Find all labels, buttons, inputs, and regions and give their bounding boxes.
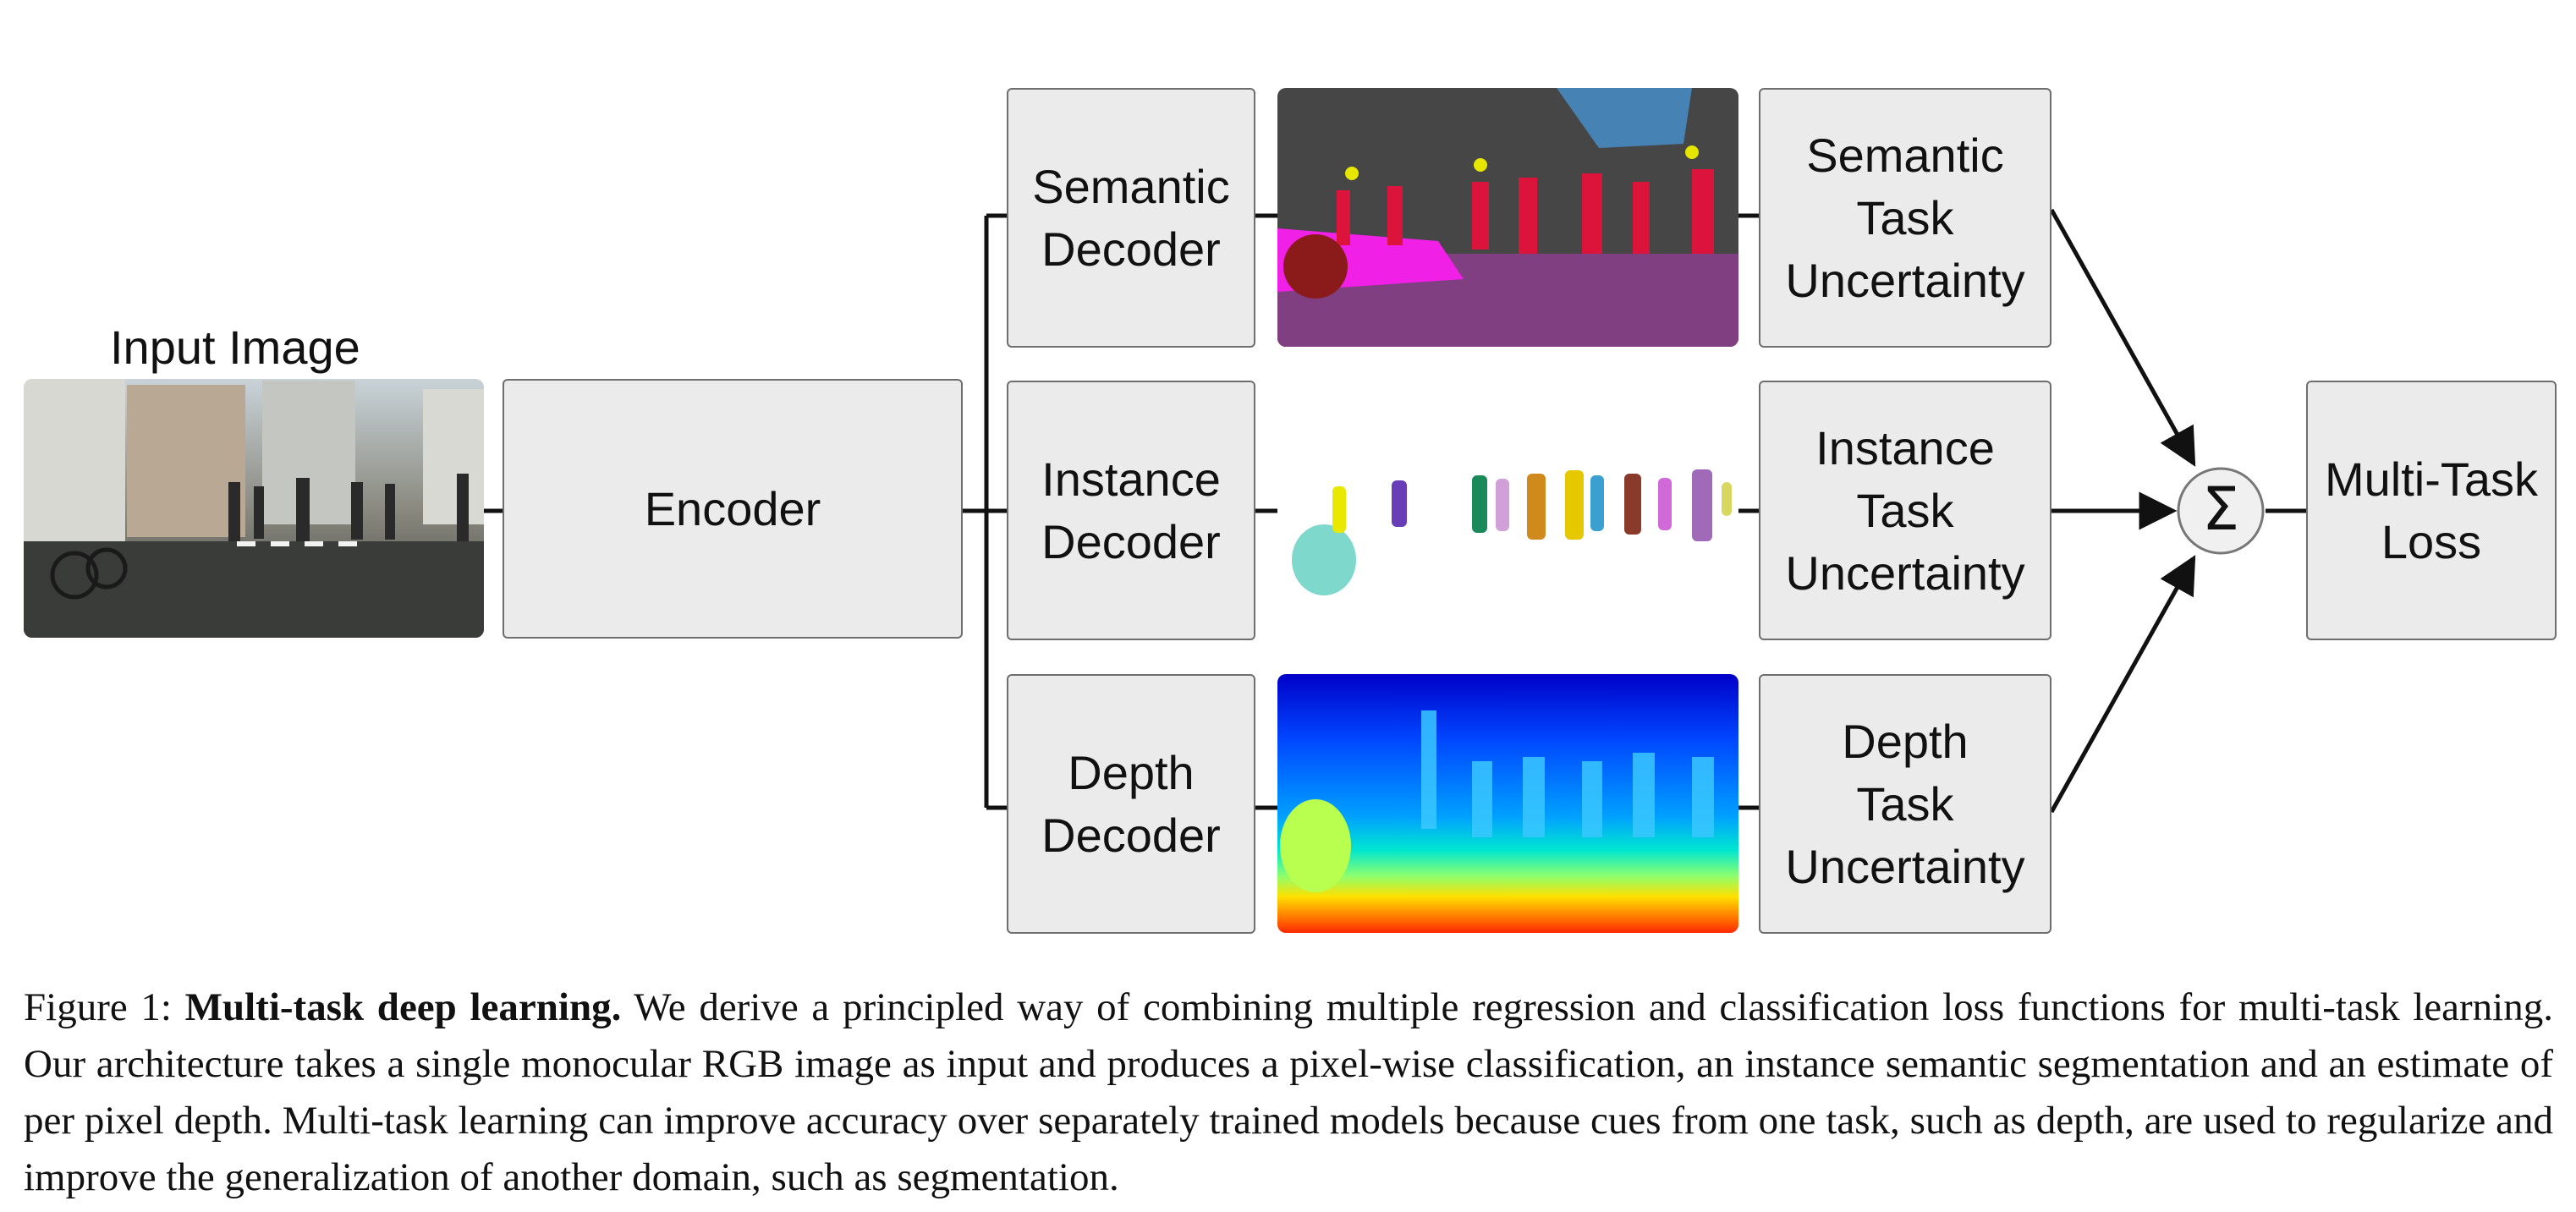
connectors — [484, 208, 2306, 814]
caption-prefix: Figure 1: — [24, 985, 185, 1029]
caption-text: We derive a principled way of combining … — [24, 985, 2553, 1199]
instance-decoder-label: Instance Decoder — [1041, 452, 1221, 568]
multi-task-loss-box: Multi-Task Loss — [2306, 381, 2557, 640]
input-image — [24, 379, 484, 638]
sum-node — [2177, 467, 2265, 555]
caption-bold: Multi-task deep learning. — [184, 985, 622, 1029]
semantic-decoder-label: Semantic Decoder — [1032, 159, 1230, 276]
depth-uncertainty-box: Depth Task Uncertainty — [1759, 674, 2051, 934]
instance-uncertainty-label: Instance Task Uncertainty — [1785, 420, 2025, 600]
input-image-label: Input Image — [110, 321, 360, 374]
encoder-label: Encoder — [644, 481, 821, 535]
figure-caption: Figure 1: Multi-task deep learning. We d… — [24, 979, 2553, 1206]
semantic-uncertainty-label: Semantic Task Uncertainty — [1785, 128, 2025, 307]
depth-estimation-image — [1277, 674, 1738, 933]
instance-segmentation-image — [1292, 469, 1732, 595]
encoder-box: Encoder — [503, 379, 963, 639]
depth-decoder-box: Depth Decoder — [1007, 674, 1255, 934]
instance-decoder-box: Instance Decoder — [1007, 381, 1255, 640]
multi-task-loss-label: Multi-Task Loss — [2324, 452, 2539, 568]
depth-uncertainty-label: Depth Task Uncertainty — [1785, 714, 2025, 893]
semantic-uncertainty-box: Semantic Task Uncertainty — [1759, 88, 2051, 348]
semantic-segmentation-image — [1277, 88, 1738, 347]
depth-decoder-label: Depth Decoder — [1041, 745, 1221, 862]
semantic-decoder-box: Semantic Decoder — [1007, 88, 1255, 348]
sum-symbol: Σ — [2202, 474, 2239, 544]
instance-uncertainty-box: Instance Task Uncertainty — [1759, 381, 2051, 640]
